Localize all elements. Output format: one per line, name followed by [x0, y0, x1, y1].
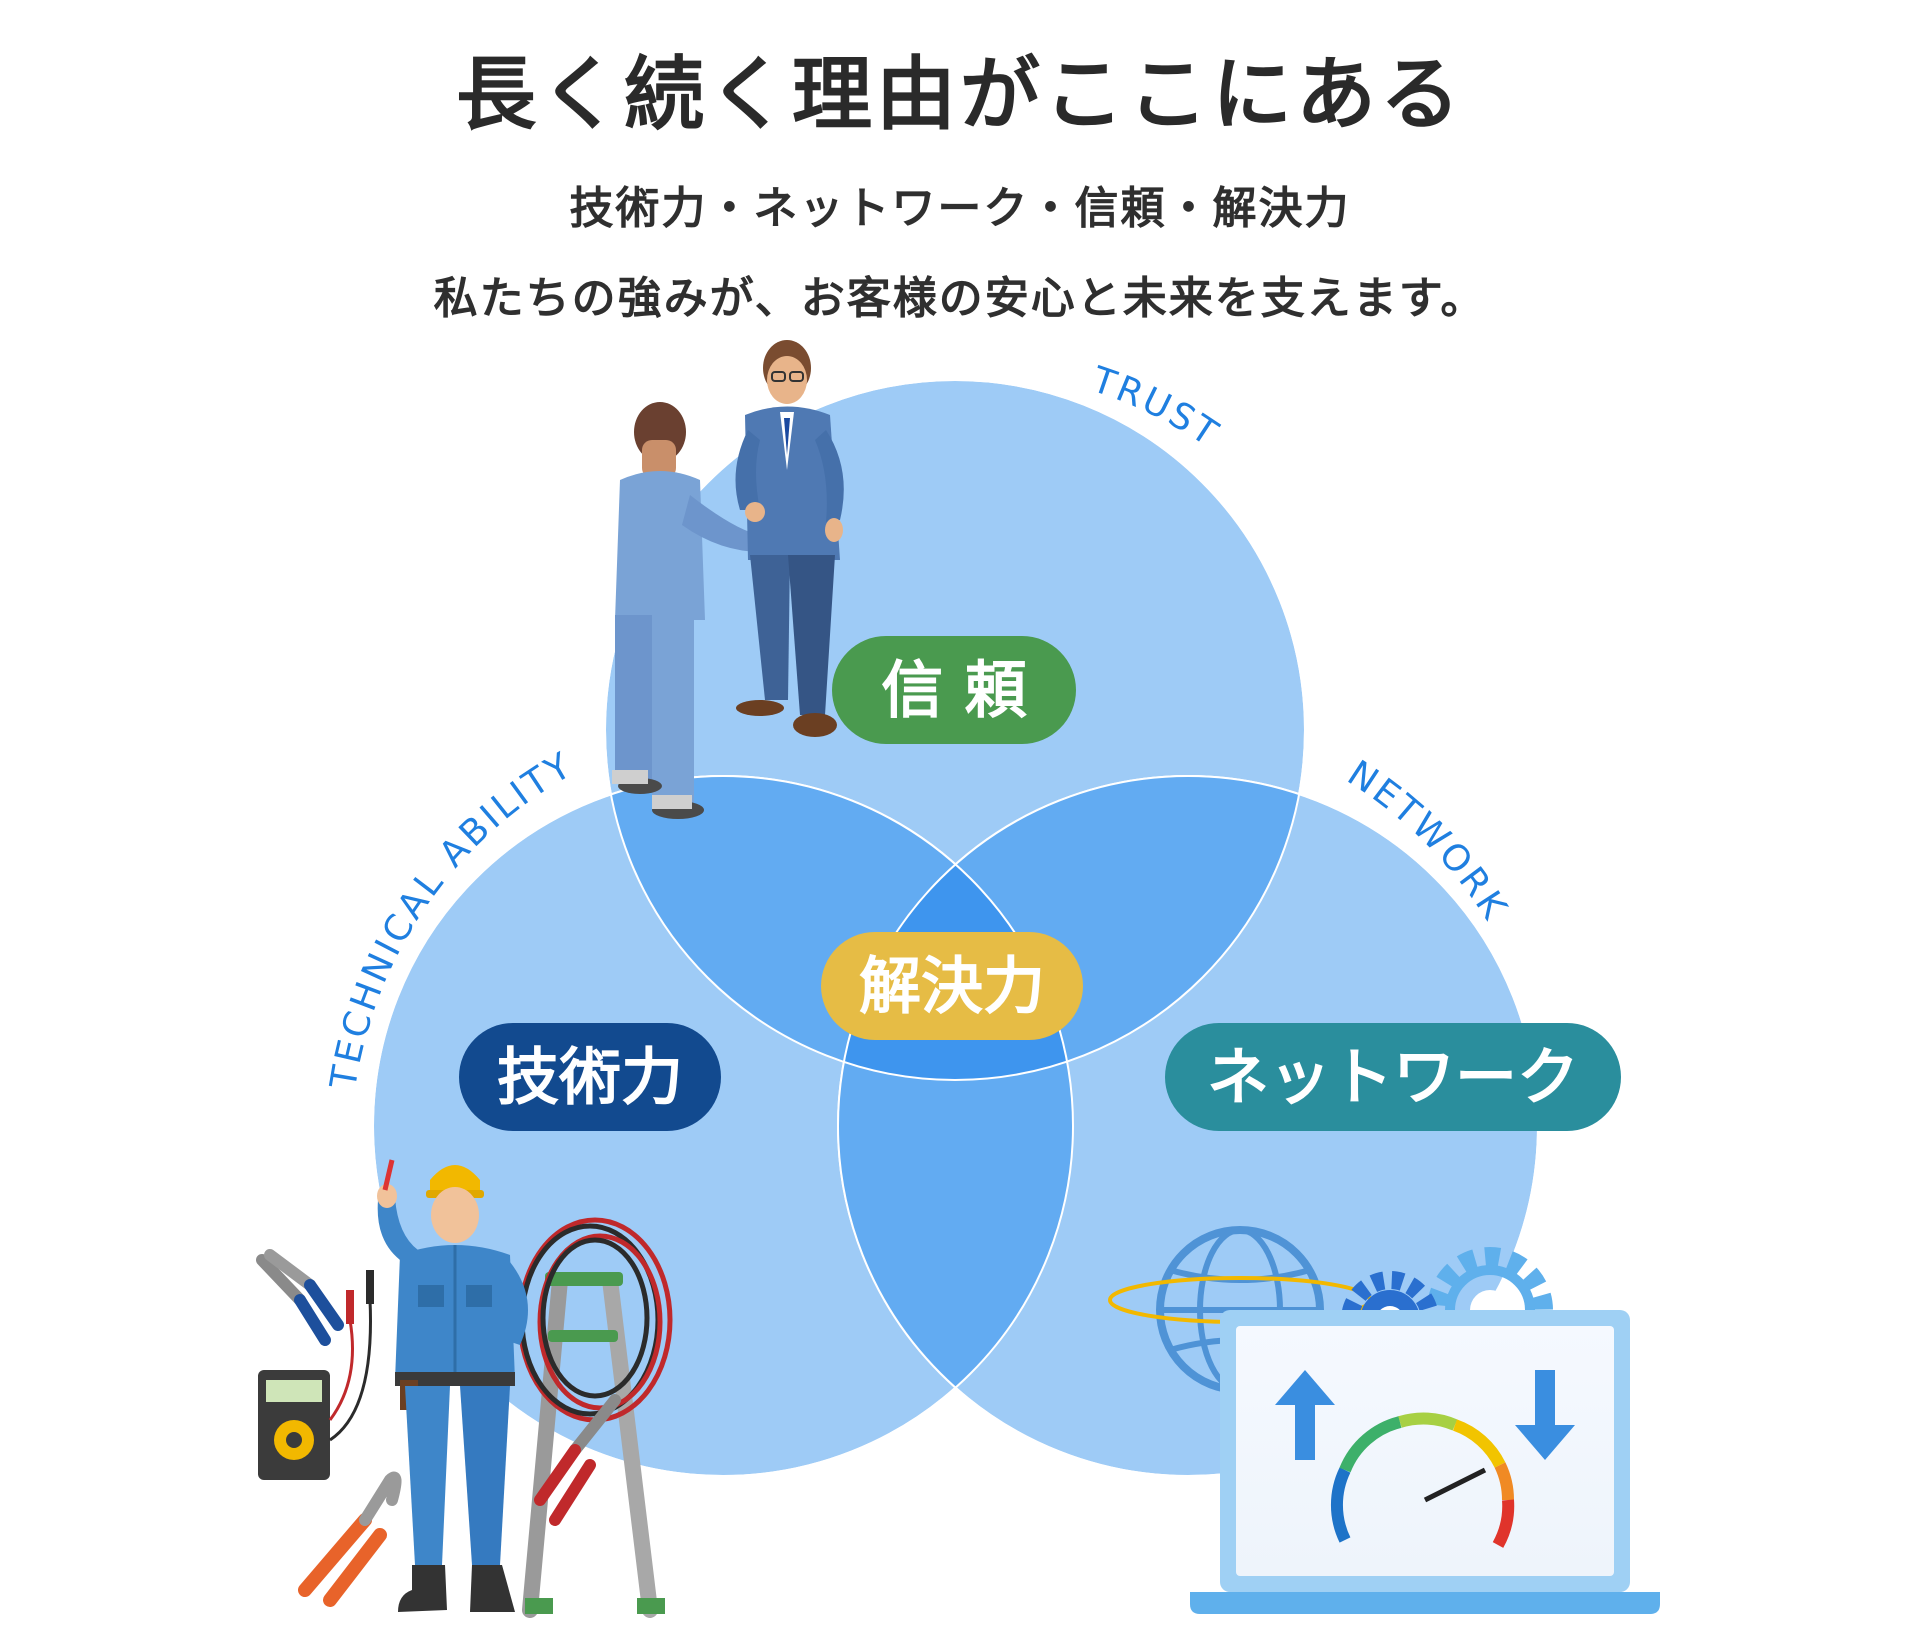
water-pump-pliers-icon	[298, 1471, 402, 1607]
pill-network: ネットワーク	[1165, 1023, 1621, 1131]
crimping-tool-icon	[534, 1394, 621, 1526]
subtitle-strengths: 技術力・ネットワーク・信頼・解決力	[569, 183, 1351, 234]
electrician-worker	[377, 1159, 528, 1612]
pill-trust: 信 頼	[832, 636, 1076, 744]
businessman-left	[612, 402, 762, 819]
electrician-with-tools-illustration	[256, 1159, 673, 1618]
pill-network-label: ネットワーク	[1207, 1041, 1579, 1114]
laptop-icon	[1190, 1310, 1660, 1614]
page-title: 長く続く理由がここにある	[436, 40, 1484, 150]
page-title-text: 長く続く理由がここにある	[456, 48, 1464, 141]
businessman-right	[735, 340, 844, 737]
pill-technical: 技術力	[459, 1023, 721, 1131]
pill-center: 解決力	[821, 932, 1083, 1040]
wire-stripper-icon	[256, 1249, 344, 1346]
pill-trust-label: 信 頼	[881, 654, 1028, 727]
multimeter-icon	[258, 1270, 374, 1480]
subtitle-message: 私たちの強みが、お客様の安心と未来を支えます。	[433, 273, 1487, 324]
pill-technical-label: 技術力	[497, 1041, 683, 1114]
upload-arrow-icon	[1275, 1370, 1335, 1460]
speedometer-icon	[1330, 1412, 1515, 1548]
ladder-icon	[522, 1272, 665, 1618]
download-arrow-icon	[1515, 1370, 1575, 1460]
title-wrap: 長く続く理由がここにある	[0, 40, 1920, 150]
businessmen-handshake-illustration	[612, 340, 844, 819]
laptop-speedometer-globe-gears-illustration	[1108, 1226, 1660, 1614]
pill-center-label: 解決力	[859, 950, 1045, 1023]
